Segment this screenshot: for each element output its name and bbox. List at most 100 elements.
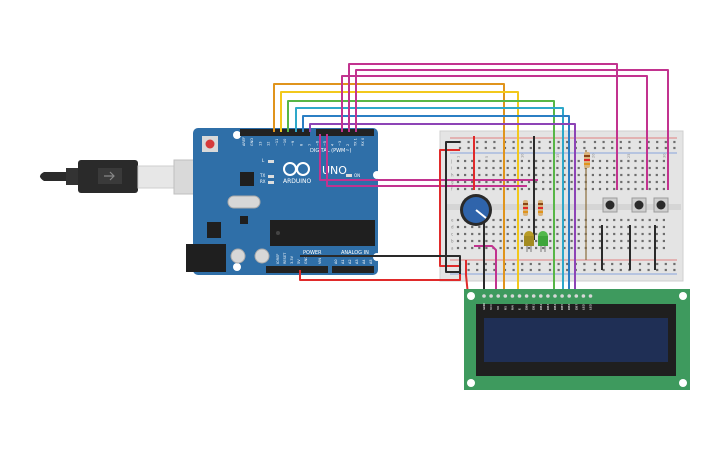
breadboard-hole [655,159,658,163]
rail-hole [467,140,470,144]
rail-hole [493,262,496,266]
breadboard-hole [527,159,531,163]
potentiometer[interactable] [460,194,492,226]
wire-magenta-3 [355,69,669,190]
wire-yellow [280,91,519,295]
breadboard-hole [606,180,609,184]
column-number: 15 [556,154,560,158]
lcd-pin [510,294,515,298]
rail-hole [557,268,560,272]
breadboard-hole [634,239,637,243]
wire-blue [302,115,570,295]
breadboard-hole [627,225,630,229]
breadboard-hole [492,166,495,170]
breadboard-hole [520,159,523,163]
lcd-pin-label: V0 [496,306,500,310]
breadboard-hole [641,239,644,243]
breadboard-hole [598,218,602,222]
pushbutton-3[interactable] [653,197,669,213]
lcd-pin [539,294,543,298]
breadboard-hole [662,180,665,184]
breadboard-hole [542,246,545,250]
rail-hole [521,268,524,272]
breadboard-hole [556,232,559,236]
breadboard-hole [627,166,630,170]
lcd-pin-label: DB0 [525,304,529,310]
rail-hole [493,140,496,144]
rail-hole [566,262,569,266]
breadboard-hole [471,225,474,229]
rail-hole [521,140,524,144]
breadboard-hole [613,225,616,229]
breadboard-hole [464,166,467,170]
breadboard-hole [662,218,665,222]
pushbutton-2[interactable] [631,197,647,213]
breadboard-hole [620,159,623,163]
column-number: 5 [485,156,489,158]
rail-hole [512,146,515,150]
rail-hole [538,268,541,272]
breadboard-hole [627,246,630,250]
breadboard-hole [641,225,644,229]
breadboard-hole [577,159,580,163]
on-label: ON [354,173,360,178]
breadboard-hole [627,232,630,236]
lcd-pin [496,294,501,298]
pushbutton-1[interactable] [602,197,618,213]
breadboard-hole [556,166,559,170]
lcd-pin-label: DB6 [567,304,571,310]
arduino-uno-board[interactable]: ARDUINO UNO DIGITAL (PWM~) POWER ANALOG … [186,128,381,275]
rail-hole [476,140,479,144]
lcd-pin-label: DB7 [574,304,578,310]
lcd-pin [553,294,557,298]
breadboard-hole [499,166,502,170]
rail-hole [664,140,667,144]
rail-hole [521,146,524,150]
breadboard-hole [606,159,609,163]
column-number: 20 [591,154,595,158]
breadboard-hole [485,166,488,170]
rail-hole [593,262,597,266]
breadboard-hole [506,173,509,177]
digital-pin-label: ~5 [323,141,327,146]
breadboard-hole [527,218,531,222]
breadboard-hole [485,180,488,184]
led-yellow [524,231,534,252]
wire-magenta-2 [348,63,618,190]
breadboard-hole [513,218,516,222]
breadboard-hole [570,187,573,191]
rail-hole [664,146,667,150]
rail-hole [548,140,552,144]
breadboard-hole [506,218,509,222]
breadboard-hole [606,166,609,170]
wire-magenta-5 [326,134,527,187]
rail-hole [529,268,532,272]
digital-header-right [316,129,374,136]
breadboard-hole [627,159,630,163]
breadboard-hole [549,173,552,177]
rail-hole [628,140,631,144]
rail-hole [638,262,642,266]
breadboard-hole [506,187,509,191]
breadboard-hole [506,246,509,250]
breadboard-hole [634,173,637,177]
breadboard-hole [456,246,460,250]
breadboard-hole [556,180,559,184]
breadboard-hole [606,218,609,222]
breadboard-hole [485,159,488,163]
breadboard-hole [641,232,644,236]
breadboard-hole [577,225,580,229]
breadboard-hole [527,246,531,250]
breadboard-hole [492,159,495,163]
breadboard-hole [613,173,616,177]
row-letter: b [451,239,454,244]
breadboard-hole [535,180,538,184]
lcd-pin-label: DB2 [539,304,543,310]
breadboard-hole [598,180,602,184]
rail-hole [656,140,659,144]
breadboard-hole [471,166,474,170]
atmega-chip [270,220,375,246]
